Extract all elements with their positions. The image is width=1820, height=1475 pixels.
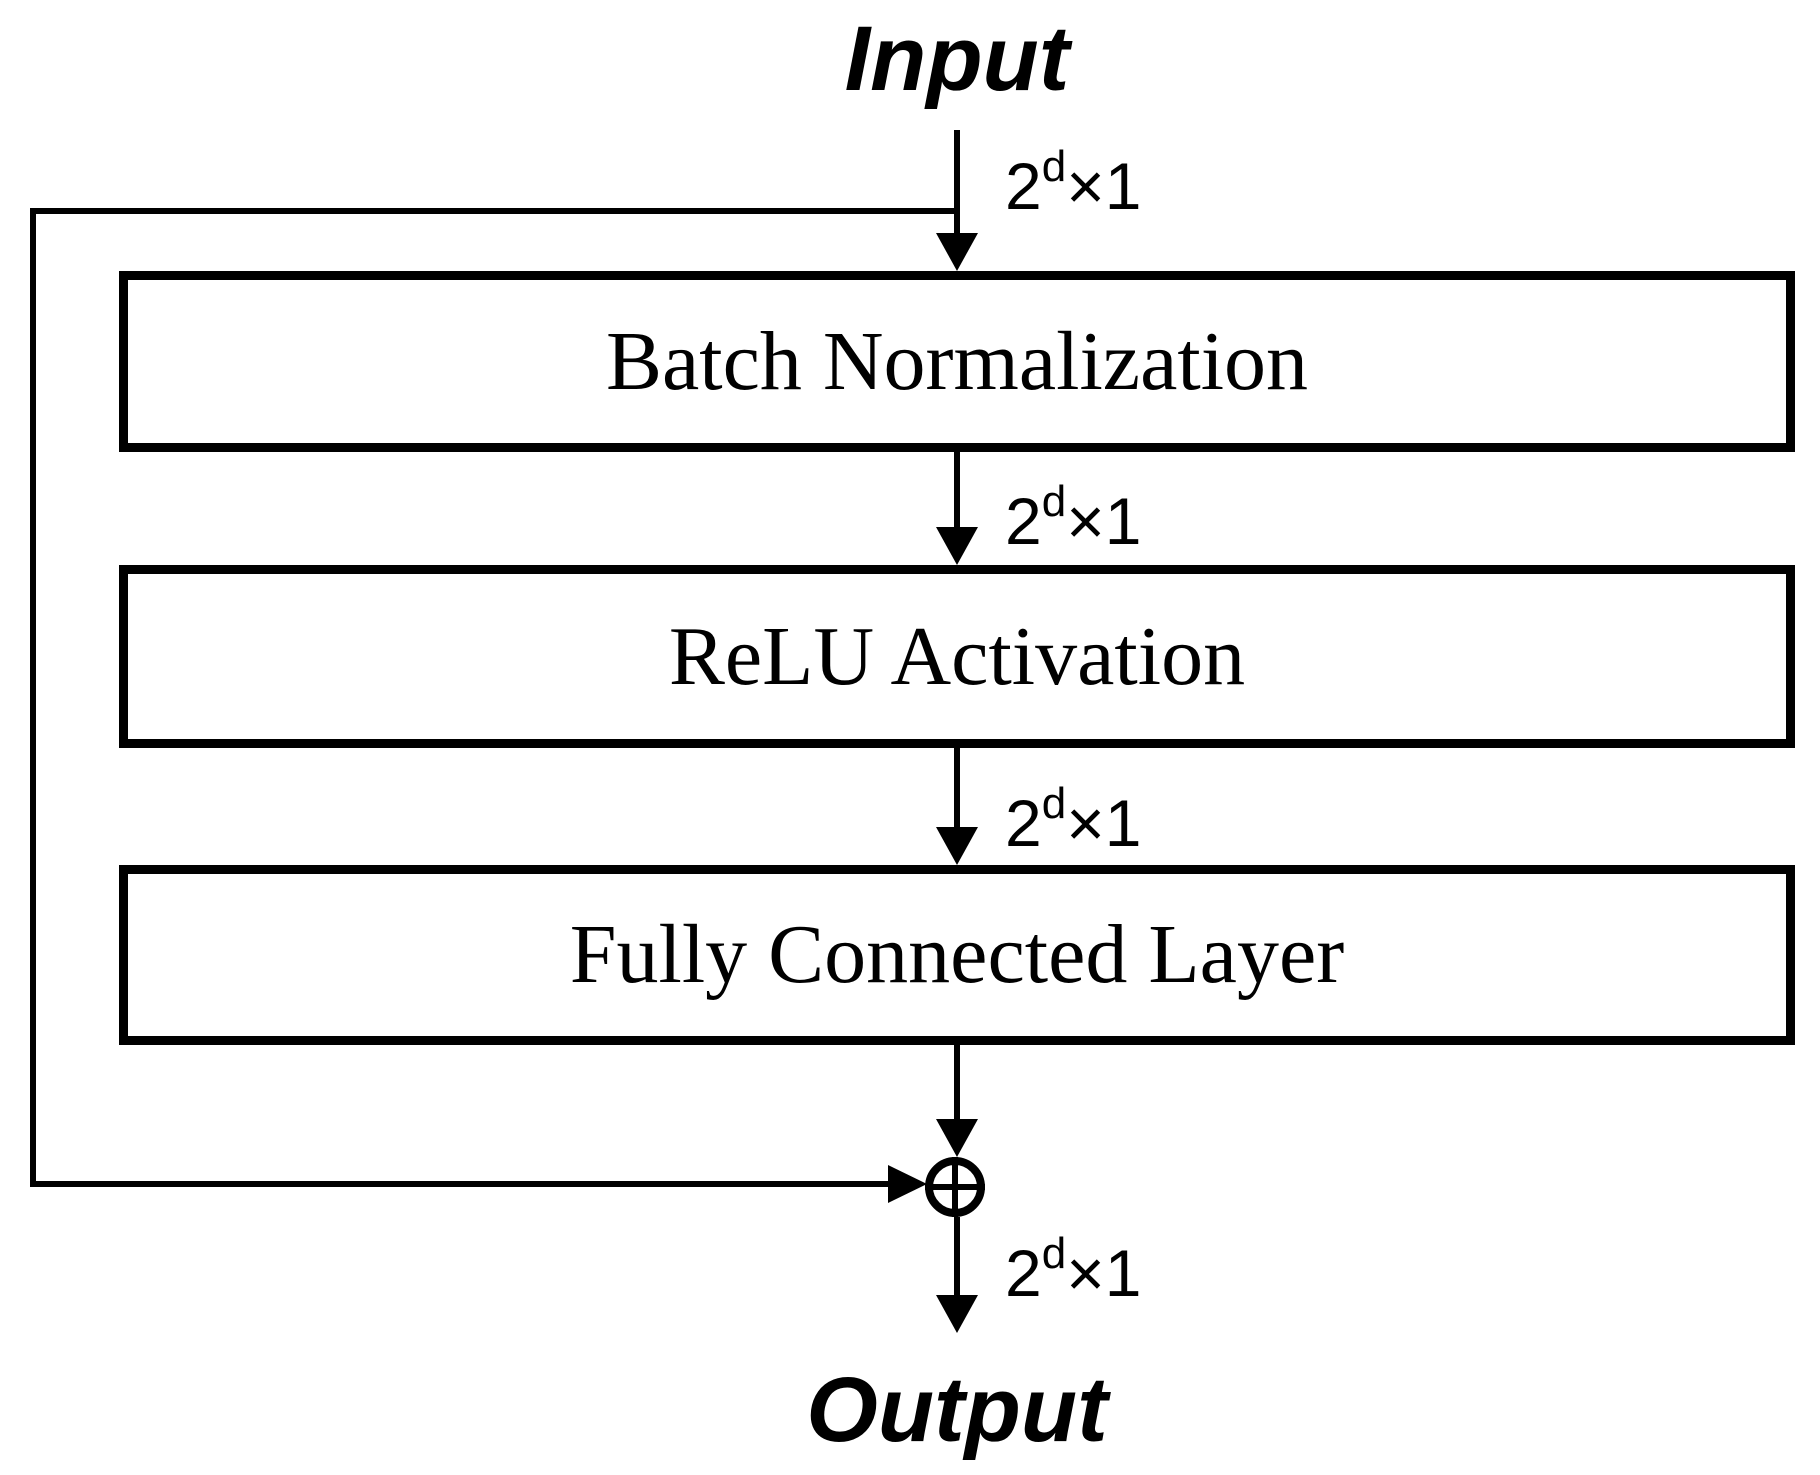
arrowhead-right-icon — [888, 1165, 927, 1203]
relu-to-fc-arrow-line — [954, 748, 960, 827]
input-label: Input — [844, 8, 1070, 110]
sum-to-output-arrow-line — [954, 1217, 960, 1295]
fully-connected-layer-label: Fully Connected Layer — [569, 908, 1345, 1001]
circled-plus-horizontal-bar — [925, 1184, 985, 1190]
batch-normalization-box: Batch Normalization — [119, 271, 1795, 452]
bn-to-relu-arrow-line — [954, 452, 960, 527]
dim-label-input: 2d×1 — [1005, 142, 1142, 223]
arrowhead-down-icon — [936, 827, 978, 865]
relu-activation-box: ReLU Activation — [119, 565, 1795, 748]
batch-normalization-label: Batch Normalization — [605, 314, 1309, 408]
input-arrow-line — [954, 130, 960, 233]
skip-connection-bottom-line — [30, 1181, 888, 1187]
dim-label-output: 2d×1 — [1005, 1229, 1142, 1310]
arrowhead-down-icon — [936, 527, 978, 565]
skip-connection-left-line — [30, 208, 36, 1186]
arrowhead-down-icon — [936, 1119, 978, 1157]
dim-label-bn-relu: 2d×1 — [1005, 477, 1142, 558]
fully-connected-layer-box: Fully Connected Layer — [119, 865, 1795, 1045]
skip-connection-top-line — [30, 208, 957, 214]
output-label: Output — [806, 1359, 1108, 1461]
arrowhead-down-icon — [936, 1295, 978, 1333]
arrowhead-down-icon — [936, 233, 978, 271]
fc-to-sum-arrow-line — [954, 1045, 960, 1119]
relu-activation-label: ReLU Activation — [668, 609, 1246, 703]
dim-label-relu-fc: 2d×1 — [1005, 779, 1142, 860]
